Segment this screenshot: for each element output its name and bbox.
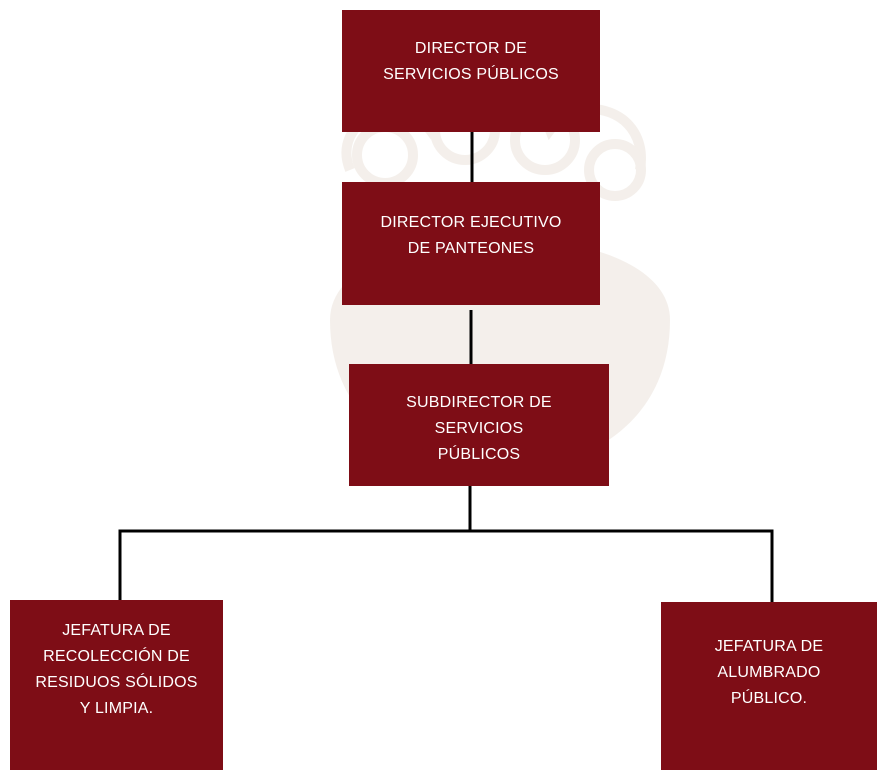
node-label: JEFATURA DE ALUMBRADO PÚBLICO. — [714, 638, 824, 707]
node-director-servicios-publicos: DIRECTOR DE SERVICIOS PÚBLICOS — [342, 10, 600, 132]
node-jefatura-recoleccion: JEFATURA DE RECOLECCIÓN DE RESIDUOS SÓLI… — [10, 600, 223, 770]
node-director-ejecutivo-panteones: DIRECTOR EJECUTIVO DE PANTEONES — [342, 182, 600, 305]
node-jefatura-alumbrado: JEFATURA DE ALUMBRADO PÚBLICO. — [661, 602, 877, 770]
node-label: SUBDIRECTOR DE SERVICIOS PÚBLICOS — [406, 394, 552, 463]
node-label: DIRECTOR DE SERVICIOS PÚBLICOS — [383, 40, 559, 83]
node-label: DIRECTOR EJECUTIVO DE PANTEONES — [380, 214, 562, 257]
edge-horizontal-bus — [118, 529, 774, 602]
node-label: JEFATURA DE RECOLECCIÓN DE RESIDUOS SÓLI… — [35, 622, 198, 717]
node-subdirector-servicios-publicos: SUBDIRECTOR DE SERVICIOS PÚBLICOS — [349, 364, 609, 486]
